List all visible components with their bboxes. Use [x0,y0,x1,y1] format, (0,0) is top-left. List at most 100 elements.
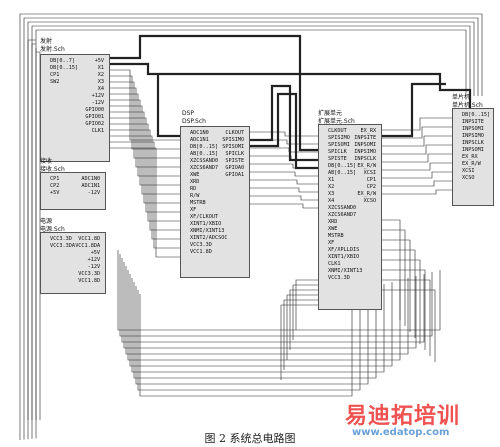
pin-label: INPSOMI [462,126,484,132]
figure-caption: 图 2 系统总电路图 [204,432,296,445]
wire [382,153,452,163]
pin-label: X3 [328,191,335,197]
pin-label: DB[0..15] [50,65,79,71]
pin-label: MSTRB [328,233,344,239]
pin-label: VCC3.3D [78,271,101,277]
block-dianyuan-subtitle: 电源.Sch [40,226,65,233]
pin-label: VCC1.8D [78,278,101,284]
wire [137,290,361,391]
wire [289,289,318,350]
pin-label: SPISIMO [222,137,245,143]
wire [382,189,452,195]
wire [110,141,180,249]
wire [382,279,431,356]
watermark-url: www.edatop.com [352,427,450,438]
wire [23,17,479,440]
wire [382,259,421,344]
pin-label: EX_R/W [357,163,377,169]
pin-label: INPSCLK [462,140,484,146]
wire [110,123,180,222]
pin-label: +12V [91,93,105,99]
wire [125,266,409,355]
wire [110,99,180,186]
block-kuozhan-subtitle: 扩展单元.Sch [318,118,355,125]
watermark-logo-text: 易迪拓培训 [345,404,461,429]
pin-label: XINT1/XBIO [328,254,360,260]
pin-label: X4 [97,86,105,92]
wire [382,126,452,139]
pin-label: INPSIMO [462,133,484,139]
wire [292,284,318,340]
pin-label: X4 [328,198,335,204]
pin-label: XF [190,207,197,213]
block-dianyuan [40,232,106,294]
pin-label: EX_R/W [357,191,377,197]
wire [382,180,452,187]
pin-label: DB[0..15] [328,163,357,169]
wire [382,144,452,155]
wire [27,39,36,420]
block-jieshou-title: 接收 [40,158,53,165]
pin-label: VCC1.8D [78,236,101,242]
pin-label: GPIOA0 [225,165,245,171]
wire [382,229,406,326]
wire [295,279,318,330]
wire [123,262,417,349]
wire [110,129,180,231]
pin-label: CLKOUT [225,130,245,136]
pin-label: XCSO [363,198,377,204]
block-fashe-subtitle: 发射.Sch [40,46,65,53]
pin-label: RD [190,186,197,192]
pin-label: XZCSSAND0 [190,158,219,164]
wire [110,69,180,141]
pin-label: GPIO02 [85,121,105,127]
wire [382,135,452,147]
bus-line [156,74,180,138]
pin-label: INPSCLK [354,156,377,162]
pin-label: SPICLK [225,151,245,157]
wire [31,43,36,420]
pin-label: CP2 [366,184,377,190]
pin-label: XRD [190,179,200,185]
wire [133,282,377,379]
block-dsp-subtitle: DSP.Sch [182,118,206,125]
block-jieshou-subtitle: 接收.Sch [40,166,65,173]
wire [110,93,180,177]
block-dsp-title: DSP [182,110,195,117]
pin-label: DB[0..15] [190,144,219,150]
pin-label: AB[0..15] [190,151,219,157]
wire [119,254,433,337]
pin-label: R/W [190,193,200,199]
block-dianyuan-title: 电源 [40,218,53,225]
wire [135,286,369,385]
wire [382,269,426,350]
pin-label: -12V [87,264,101,270]
wire [280,304,318,380]
bus-line [250,84,318,162]
pin-label: INPSITE [462,119,484,125]
wire [382,239,411,332]
pin-label: XINT1/XBIO [190,221,222,227]
pin-label: ADC1N1 [81,183,101,189]
wire [110,75,180,150]
wire [250,131,318,137]
wire [110,135,180,240]
bus-layer [110,34,472,170]
pin-label: CLKOUT [328,128,347,134]
pin-label: INPSITE [354,135,377,141]
wire [129,274,393,367]
bus-line [250,92,318,170]
pin-label: XF/XPLLDIS [328,247,360,253]
pin-label: INPSOMI [462,147,484,153]
pin-label: XNMI/XINT13 [328,268,363,274]
pin-label: XCSI [363,170,377,176]
block-fashe [40,54,110,162]
pin-label: X1 [328,177,335,183]
pin-label: XZCS6AND7 [328,212,357,218]
pin-label: X2 [97,72,105,78]
block-kuozhan-title: 扩展单元 [318,110,343,117]
pin-label: XINT2/ADCSOC [190,235,228,241]
pin-label: ADC1N0 [81,176,101,182]
pin-label: VCC3.3D [50,236,72,242]
